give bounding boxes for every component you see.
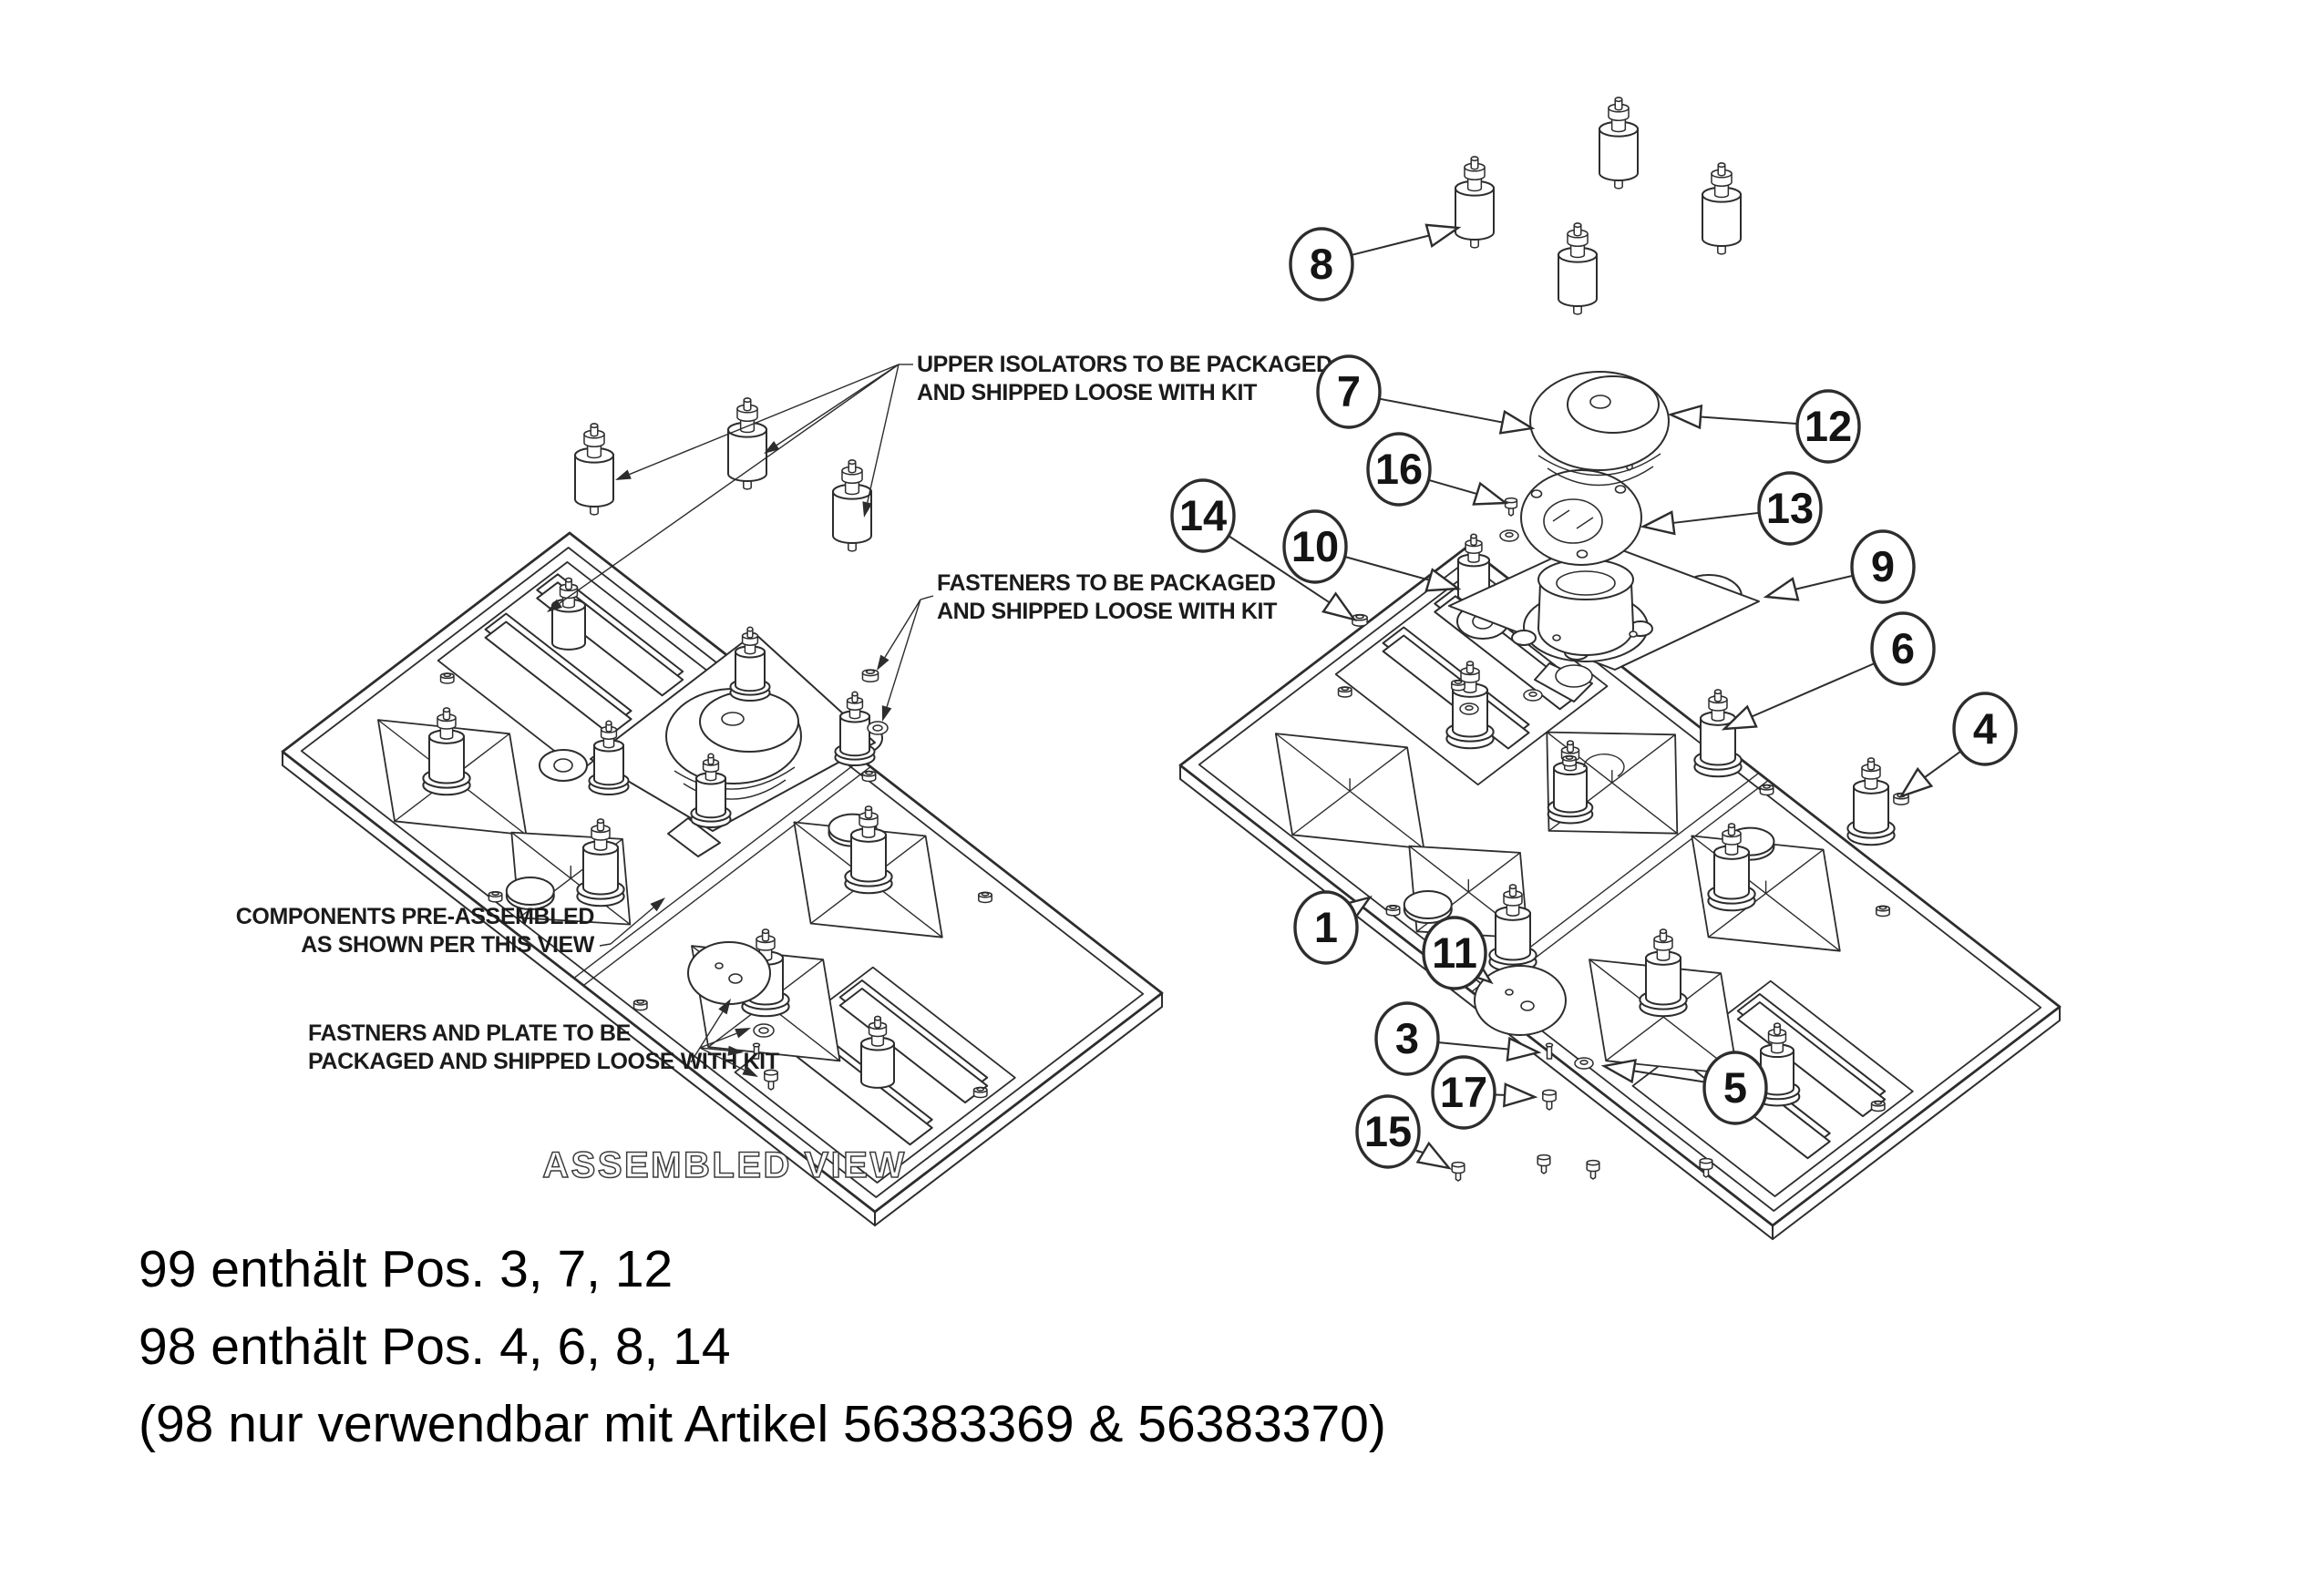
balloon-17: 17: [1431, 1055, 1538, 1130]
isolator-mount: [576, 818, 625, 907]
balloon-number: 17: [1440, 1068, 1487, 1116]
isolator-mount: [1702, 162, 1742, 255]
balloon-7: 7: [1316, 354, 1536, 435]
balloon-number: 12: [1805, 402, 1852, 450]
right-view-exploded: [1178, 97, 2062, 1240]
balloon-number: 16: [1375, 445, 1423, 493]
balloon-number: 1: [1314, 903, 1338, 951]
balloon-number: 4: [1973, 704, 1997, 753]
mount-bracket-and-housing: [1448, 538, 1760, 702]
isolator-mount: [1445, 661, 1495, 750]
balloon-number: 14: [1179, 491, 1227, 539]
isolator-mount: [588, 720, 630, 796]
balloon-6: 6: [1721, 611, 1936, 731]
loose-plate-and-fasteners: [687, 941, 778, 1091]
center-isolator-dome-assembled: [539, 632, 883, 857]
left-view-assembled: [281, 397, 1164, 1226]
balloon-number: 10: [1291, 522, 1339, 570]
isolator-mount: [1707, 823, 1756, 912]
balloon-number: 13: [1766, 484, 1814, 532]
balloon-number: 6: [1891, 624, 1915, 672]
balloon-11: 11: [1422, 916, 1494, 990]
balloon-number: 7: [1337, 367, 1361, 415]
assembled-view-caption: ASSEMBLED VIEW: [542, 1145, 906, 1185]
upper-isolators-exploded: [1455, 97, 1742, 315]
isolator-mount: [690, 753, 732, 829]
balloon-15: 15: [1355, 1094, 1453, 1170]
isolator-mount: [574, 423, 614, 516]
isolator-mount: [729, 626, 771, 702]
isolator-mount: [422, 707, 471, 796]
isolator-mount: [834, 691, 876, 767]
balloon-8: 8: [1289, 223, 1462, 302]
isolator-mount: [1599, 97, 1639, 190]
balloon-5: 5: [1600, 1051, 1768, 1125]
footer-line-1: 99 enthält Pos. 3, 7, 12: [139, 1240, 673, 1298]
balloon-16: 16: [1366, 432, 1509, 507]
isolator-mount: [860, 1015, 895, 1089]
footer-line-2: 98 enthält Pos. 4, 6, 8, 14: [139, 1318, 731, 1376]
isolator-mount: [727, 397, 767, 490]
balloon-number: 5: [1723, 1063, 1747, 1112]
balloon-number: 11: [1432, 928, 1477, 977]
balloon-12: 12: [1667, 389, 1861, 464]
balloon-10: 10: [1282, 509, 1462, 592]
balloon-number: 8: [1310, 240, 1333, 288]
upper-isolators-loose: [574, 397, 872, 552]
isolator-mount: [1547, 740, 1594, 825]
balloon-14: 14: [1170, 478, 1357, 621]
balloon-number: 3: [1395, 1014, 1419, 1062]
isolator-mount: [551, 577, 586, 651]
balloon-4: 4: [1898, 692, 2018, 799]
diagram-artwork: [281, 97, 2062, 1240]
isolator-mount: [844, 805, 893, 895]
isolator-mount: [1693, 689, 1743, 778]
assembled-plate: [281, 531, 1164, 1226]
balloon-3: 3: [1374, 1001, 1542, 1076]
bottom-loose-fasteners: [1451, 965, 1713, 1182]
dome-cap: [1529, 371, 1670, 487]
balloon-9: 9: [1763, 529, 1916, 604]
isolator-mount: [1455, 156, 1495, 249]
balloon-1: 1: [1293, 890, 1373, 965]
isolator-mount: [1558, 222, 1598, 315]
footer-line-3: (98 nur verwendbar mit Artikel 56383369 …: [139, 1395, 1386, 1453]
isolator-mount: [1846, 757, 1896, 846]
balloon-number: 9: [1871, 542, 1895, 590]
isolator-mount: [1457, 533, 1490, 603]
balloon-number: 15: [1364, 1107, 1412, 1155]
footer-notes: 99 enthält Pos. 3, 7, 12 98 enthält Pos. …: [139, 1240, 1386, 1453]
balloon-13: 13: [1640, 471, 1823, 546]
isolator-mount: [832, 459, 872, 552]
isolator-mount: [1639, 928, 1688, 1018]
